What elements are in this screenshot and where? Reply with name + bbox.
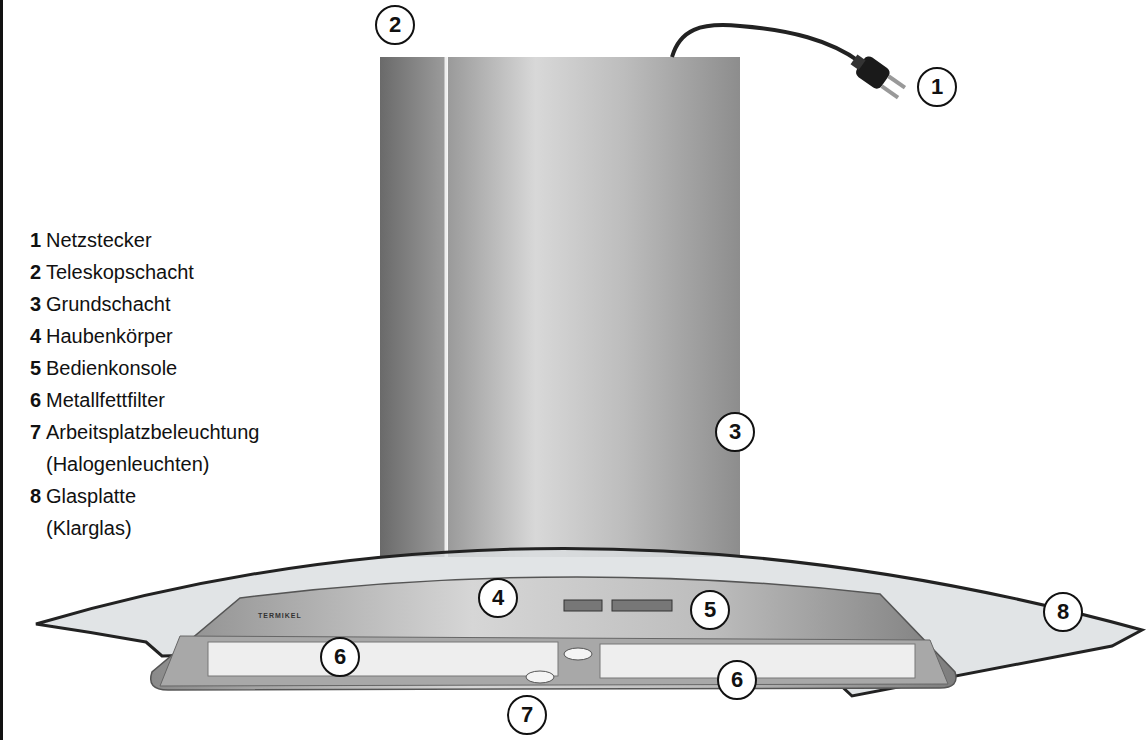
part-name: Grundschacht [46, 288, 171, 320]
callout-number: 5 [704, 599, 716, 621]
glass-plate [36, 548, 1142, 696]
callout-number: 4 [492, 587, 504, 609]
part-name: Arbeitsplatzbeleuchtung (Halogenleuchten… [46, 416, 296, 480]
callout-circle: 5 [690, 590, 730, 630]
callout-circle: 8 [1043, 592, 1083, 632]
legend-number: 8 [30, 480, 41, 512]
legend-number: 2 [30, 256, 41, 288]
legend-number: 5 [30, 352, 41, 384]
power-plug [847, 50, 908, 103]
callout-circle: 3 [715, 412, 755, 452]
brand-name: TERMIKEL [258, 611, 302, 620]
control-button [564, 600, 602, 611]
part-name: Metallfettfilter [46, 384, 165, 416]
callout-circle: 4 [478, 578, 518, 618]
legend-number: 6 [30, 384, 41, 416]
control-button [612, 600, 672, 611]
callout-number: 3 [729, 421, 741, 443]
callout-circle: 2 [375, 5, 415, 45]
callout-circle: 6 [717, 660, 757, 700]
duct-edge [445, 57, 448, 557]
callout-number: 2 [389, 14, 401, 36]
callout-number: 1 [931, 76, 943, 98]
frame-line [0, 0, 3, 740]
part-name: Haubenkörper [46, 320, 173, 352]
part-name: Bedienkonsole [46, 352, 177, 384]
callout-circle: 6 [320, 637, 360, 677]
part-name: Netzstecker [46, 224, 152, 256]
part-name: Teleskopschacht [46, 256, 194, 288]
grease-filter [208, 642, 558, 676]
base-duct [448, 57, 740, 557]
grease-filter [600, 644, 915, 678]
callout-number: 6 [731, 669, 743, 691]
legend-number: 4 [30, 320, 41, 352]
halogen-light [564, 648, 592, 660]
halogen-light [526, 671, 554, 683]
callout-circle: 1 [917, 67, 957, 107]
legend-number: 3 [30, 288, 41, 320]
hood-body [151, 577, 956, 690]
power-cord [672, 25, 860, 62]
callout-number: 8 [1057, 601, 1069, 623]
legend-number: 1 [30, 224, 41, 256]
legend-number: 7 [30, 416, 41, 448]
callout-circle: 7 [507, 695, 547, 735]
part-name: Glasplatte (Klarglas) [46, 480, 166, 544]
hood-lower-face [160, 636, 948, 686]
callout-number: 7 [521, 704, 533, 726]
callout-number: 6 [334, 646, 346, 668]
telescopic-duct [380, 57, 446, 557]
